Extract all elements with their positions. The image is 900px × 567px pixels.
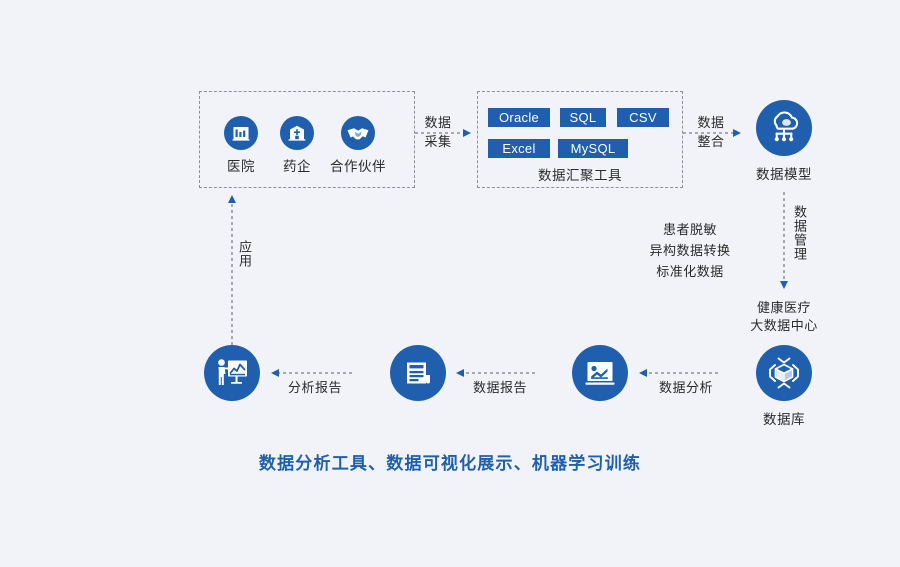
edge-label-data-report: 数据报告: [473, 380, 528, 395]
source-node-pharmaceutical[interactable]: 药企: [265, 116, 329, 175]
handshake-icon: [341, 116, 375, 150]
edge-label-analysis-report: 分析报告: [288, 380, 343, 395]
data-tools-group: [477, 91, 683, 188]
document-scroll-icon: [390, 345, 446, 401]
source-node-partner[interactable]: 合作伙伴: [319, 116, 397, 175]
tool-tag-oracle[interactable]: Oracle: [488, 108, 550, 127]
node-label: 数据模型: [756, 167, 812, 182]
tool-tag-excel[interactable]: Excel: [488, 139, 550, 158]
footer-title: 数据分析工具、数据可视化展示、机器学习训练: [258, 454, 642, 473]
edge-label-merge: 数据 整合: [694, 113, 728, 151]
tools-caption: 数据汇聚工具: [538, 168, 622, 183]
chart-monitor-icon: [572, 345, 628, 401]
processing-step-3: 标准化数据: [656, 264, 724, 279]
cube-database-icon: [756, 345, 812, 401]
processing-step-2: 异构数据转换: [649, 243, 731, 258]
node-data-report[interactable]: [358, 345, 478, 408]
node-database[interactable]: 数据库: [724, 345, 844, 428]
pharmaceutical-building-icon: [280, 116, 314, 150]
source-label: 合作伙伴: [330, 159, 386, 174]
hospital-icon: [224, 116, 258, 150]
edge-label-collect: 数据 采集: [421, 113, 455, 151]
edge-label-merge-line2: 整合: [697, 134, 725, 149]
source-label: 药企: [283, 159, 311, 174]
node-data-analysis[interactable]: [540, 345, 660, 408]
processing-steps-label: 患者脱敏 异构数据转换 标准化数据: [615, 219, 765, 282]
tool-tag-sql[interactable]: SQL: [560, 108, 606, 127]
presenter-chart-icon: [204, 345, 260, 401]
processing-step-1: 患者脱敏: [662, 222, 717, 237]
node-data-model[interactable]: 数据模型: [724, 100, 844, 183]
edge-label-apply: 应用: [237, 240, 252, 268]
node-label: 数据库: [763, 412, 805, 427]
data-sources-group: [199, 91, 415, 188]
node-presentation[interactable]: [172, 345, 292, 408]
big-data-center-line2: 大数据中心: [750, 318, 818, 333]
cloud-network-icon: [756, 100, 812, 156]
source-node-hospital[interactable]: 医院: [209, 116, 273, 175]
source-label: 医院: [227, 159, 255, 174]
edge-label-data-analysis: 数据分析: [659, 380, 714, 395]
tool-tag-csv[interactable]: CSV: [617, 108, 669, 127]
edge-label-merge-line1: 数据: [697, 115, 725, 130]
big-data-center-label: 健康医疗 大数据中心: [724, 299, 844, 335]
edge-label-collect-line2: 采集: [424, 134, 452, 149]
edge-label-collect-line1: 数据: [424, 115, 452, 130]
big-data-center-line1: 健康医疗: [756, 300, 811, 315]
tool-tag-mysql[interactable]: MySQL: [558, 139, 628, 158]
edge-label-manage: 数据管理: [792, 205, 807, 261]
